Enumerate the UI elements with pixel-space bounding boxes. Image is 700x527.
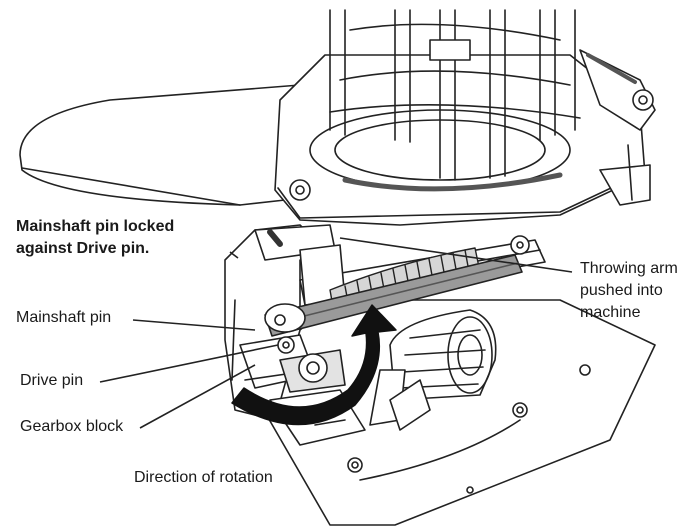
base-plate bbox=[254, 299, 656, 526]
throwing-arm-label: Throwing arm pushed into machine bbox=[580, 258, 678, 324]
throwing-arm-pointer bbox=[339, 237, 573, 273]
title-pointer bbox=[229, 251, 239, 259]
pointer-lines bbox=[99, 237, 573, 429]
ball-cage bbox=[329, 9, 581, 181]
throwing-arm-line-1: Throwing arm bbox=[580, 260, 678, 277]
gearbox-block-pointer bbox=[139, 364, 256, 429]
title-line-1: Mainshaft pin locked bbox=[16, 218, 175, 235]
direction-of-rotation-label: Direction of rotation bbox=[134, 469, 273, 486]
throwing-arm-line-2: pushed into bbox=[580, 282, 663, 299]
gearbox-block-label: Gearbox block bbox=[20, 418, 124, 435]
mainshaft-pin-label: Mainshaft pin bbox=[16, 309, 112, 326]
mainshaft-pin-pointer bbox=[132, 319, 256, 331]
title-caption: Mainshaft pin locked against Drive pin. bbox=[16, 216, 174, 260]
title-line-2: against Drive pin. bbox=[16, 240, 150, 257]
rotation-arrow bbox=[231, 304, 397, 426]
drive-pin-pointer bbox=[99, 344, 279, 383]
side-tray bbox=[19, 84, 321, 206]
throwing-arm-line-3: machine bbox=[580, 304, 641, 321]
drive-pin-label: Drive pin bbox=[20, 372, 84, 389]
drive-arm bbox=[264, 254, 523, 337]
right-link bbox=[579, 49, 656, 206]
